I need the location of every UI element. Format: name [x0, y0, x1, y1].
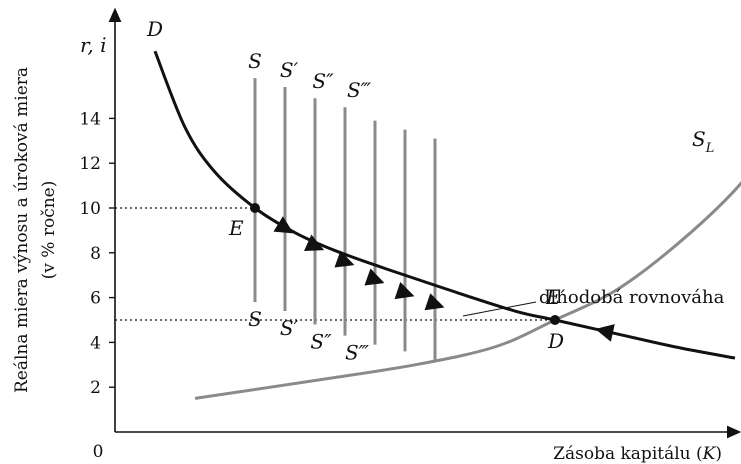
supply-label-bottom-2: S″	[310, 329, 332, 353]
long-run-supply-curve	[194, 181, 741, 400]
y-axis-label-line2: (v % ročne)	[39, 181, 59, 280]
arrow-0	[273, 216, 294, 234]
supply-label-top-3: S‴	[347, 78, 372, 102]
supply-label-bottom-1: S′	[280, 316, 299, 340]
supply-label-bottom-3: S‴	[345, 341, 370, 365]
arrow-1	[304, 234, 325, 252]
arrow-5	[424, 293, 445, 311]
equilibrium-point-1	[550, 315, 560, 325]
y-tick-label-12: 12	[79, 154, 101, 174]
origin-label: 0	[93, 442, 104, 462]
supply-label-top-0: S	[248, 49, 262, 73]
y-tick-label-2: 2	[90, 378, 101, 398]
equilibrium-point-0	[250, 203, 260, 213]
arrow-2	[334, 250, 355, 268]
curve-labels: S S S′ S′ S″ S″ S‴ S‴ D D SL	[146, 17, 714, 365]
guide-lines	[115, 207, 555, 321]
annotation-long-run-equilibrium: dlhodobá rovnováha	[539, 287, 725, 308]
x-axis-label: Zásoba kapitálu (K)	[553, 444, 722, 464]
y-tick-label-8: 8	[90, 244, 101, 264]
arrow-6	[595, 324, 615, 342]
equilibrium-label-1: E′	[545, 285, 566, 309]
demand-label-top: D	[146, 17, 163, 41]
supply-label-top-1: S′	[280, 58, 299, 82]
long-run-supply-label: SL	[692, 127, 714, 156]
supply-label-bottom-0: S	[248, 307, 262, 331]
short-run-supply-lines	[253, 78, 437, 361]
y-tick-label-10: 10	[79, 199, 101, 219]
adjustment-arrows	[273, 216, 615, 342]
equilibrium-points: E E′	[228, 203, 566, 325]
arrow-4	[394, 282, 415, 300]
y-ticks: 2 4 6 8 10 12 14	[79, 109, 115, 398]
y-tick-label-14: 14	[79, 109, 101, 129]
annotation-leader	[462, 301, 537, 317]
y-axis-label-line1: Reálna miera výnosu a úroková miera	[12, 67, 32, 393]
y-tick-label-4: 4	[90, 333, 101, 353]
arrow-3	[364, 268, 385, 286]
demand-label-bottom: D	[547, 329, 564, 353]
supply-label-top-2: S″	[312, 69, 334, 93]
demand-curve	[153, 50, 736, 360]
equilibrium-label-0: E	[228, 216, 244, 240]
y-tick-label-6: 6	[90, 289, 101, 309]
y-axis-symbol: r, i	[80, 33, 106, 57]
